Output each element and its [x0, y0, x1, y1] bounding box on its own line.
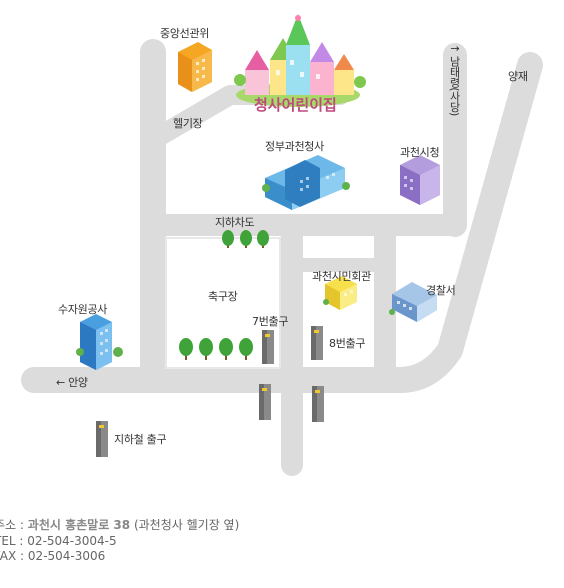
police-label: 경찰서	[426, 284, 456, 297]
gov-complex-building-icon	[262, 155, 350, 210]
central-election-building-icon	[178, 42, 212, 92]
exit-pillar-icon	[259, 384, 271, 420]
civic-hall-label: 과천시민회관	[312, 270, 371, 283]
police-building-icon	[389, 282, 437, 322]
address-key: 주소 :	[0, 518, 24, 532]
exit8-pillar-icon	[311, 326, 323, 360]
tel-line: TEL : 02-504-3004-5	[0, 534, 117, 549]
legend-pillar-icon	[96, 421, 108, 457]
water-corp-building-icon	[76, 314, 123, 370]
fax-value: 02-504-3006	[27, 549, 106, 563]
central-election-label: 중앙선관위	[160, 27, 210, 40]
subway-exit-label: 지하철 출구	[114, 433, 167, 446]
location-map	[21, 14, 543, 476]
address-line: 주소 : 과천시 홍촌말로 38 (과천청사 헬기장 옆)	[0, 518, 239, 533]
water-corp-label: 수자원공사	[58, 303, 108, 316]
kindergarten-castle-icon	[234, 14, 366, 107]
fax-line: FAX : 02-504-3006	[0, 549, 105, 564]
tel-key: TEL :	[0, 534, 24, 548]
civic-hall-building-icon	[323, 276, 357, 310]
address-note: (과천청사 헬기장 옆)	[133, 518, 240, 532]
address-value: 과천시 홍촌말로 38	[27, 518, 131, 532]
city-hall-label: 과천시청	[400, 146, 440, 159]
yangjae-label: 양재	[508, 70, 528, 83]
exit-pillar-icon	[312, 386, 324, 422]
subway-exit-pillars-icon	[96, 326, 324, 457]
road-network	[21, 39, 543, 476]
namtaeryeong-direction-label: ↑ 남태령(사당)	[448, 44, 461, 116]
fax-key: FAX :	[0, 549, 25, 563]
kindergarten-label: 청사어린이집	[254, 96, 337, 114]
soccer-field-trees-icon	[179, 338, 253, 360]
exit7-pillar-icon	[262, 330, 274, 364]
gov-complex-label: 정부과천청사	[265, 140, 324, 153]
underpass-label: 지하차도	[215, 216, 255, 229]
underpass-trees-icon	[222, 230, 269, 248]
tel-value: 02-504-3004-5	[27, 534, 117, 548]
city-hall-building-icon	[400, 155, 440, 205]
exit7-label: 7번출구	[252, 315, 289, 328]
soccer-field-label: 축구장	[208, 290, 238, 303]
heliport-label: 헬기장	[173, 117, 203, 130]
exit8-label: 8번출구	[329, 337, 366, 350]
anyang-direction-label: ← 안양	[56, 376, 88, 389]
